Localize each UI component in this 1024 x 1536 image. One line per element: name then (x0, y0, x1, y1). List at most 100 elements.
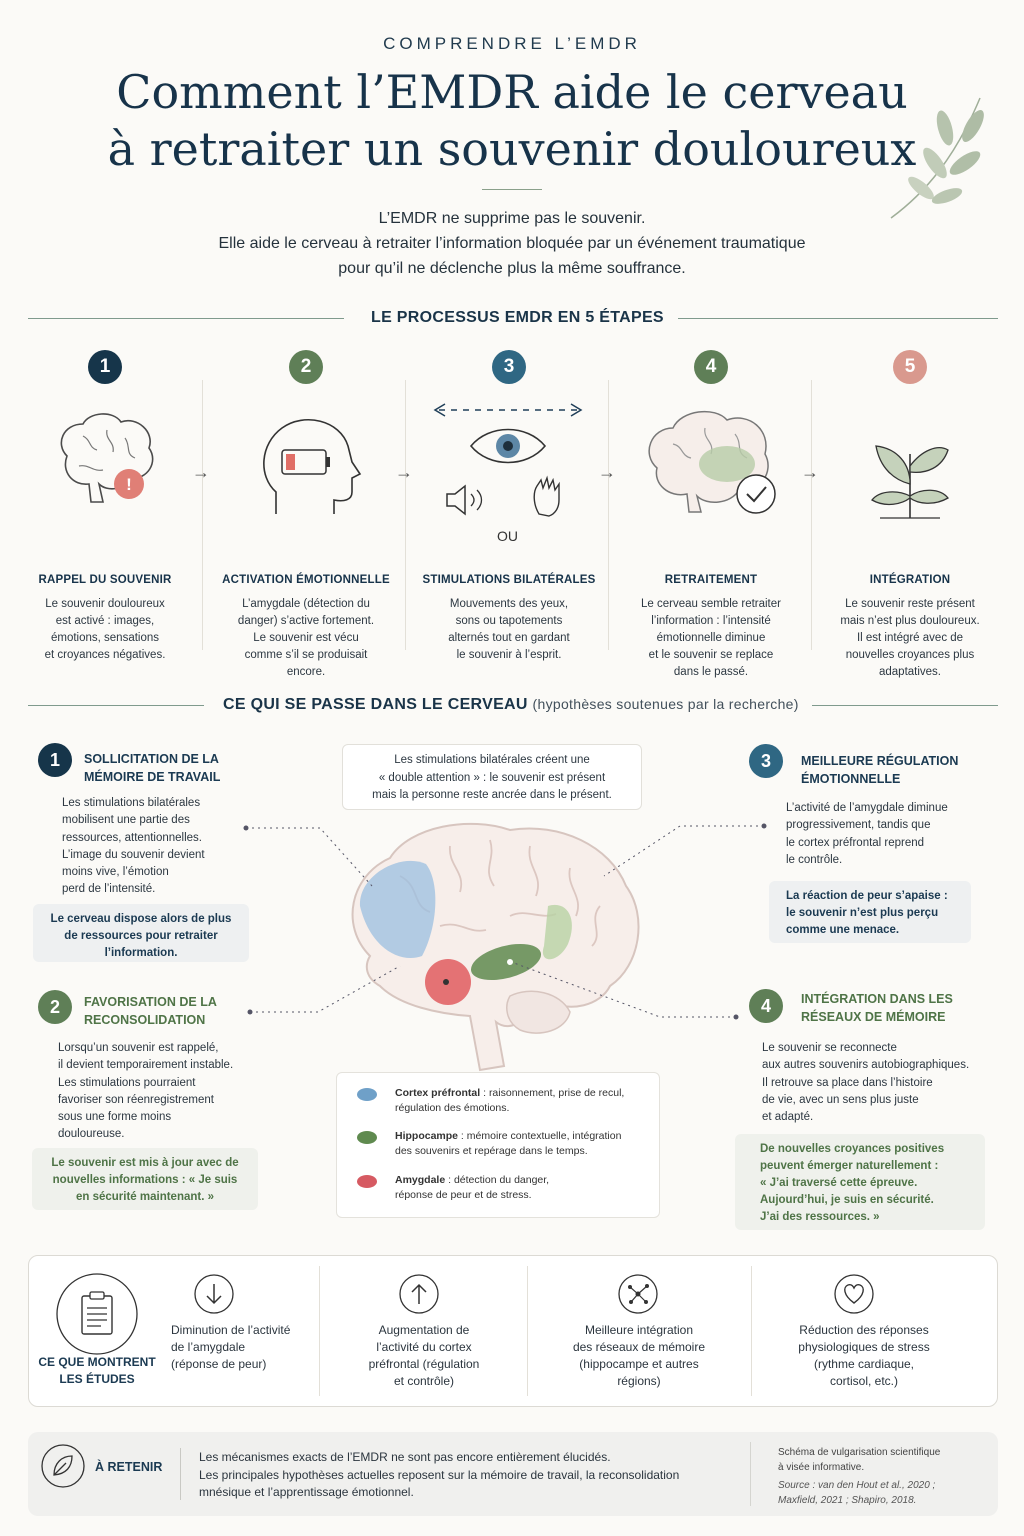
svg-text:!: ! (126, 475, 132, 494)
intro-line-2: Elle aide le cerveau à retraiter l’infor… (218, 235, 806, 252)
bilateral-stimulation-illustration (433, 403, 583, 517)
head-low-battery-icon (263, 419, 362, 514)
legend-item-hippocampus: Hippocampe : mémoire contextuelle, intég… (357, 1129, 647, 1159)
study-text: Meilleure intégration des réseaux de mém… (572, 1323, 706, 1388)
arrow-right-icon: → (598, 462, 616, 482)
step-number: 3 (492, 350, 526, 384)
section-line-left (28, 318, 344, 319)
heart-icon (834, 1274, 874, 1314)
step-title: ACTIVATION ÉMOTIONNELLE (222, 574, 390, 586)
process-step-5: 5 INTÉGRATION Le souvenir reste présent … (810, 350, 1010, 681)
step-number: 4 (694, 350, 728, 384)
card-number: 4 (749, 989, 783, 1023)
source-note: Schéma de vulgarisation scientifique à v… (778, 1447, 941, 1473)
legend-term: Cortex préfrontal (395, 1087, 481, 1099)
sprout-icon (871, 445, 949, 519)
step-divider (202, 380, 203, 650)
arrow-right-icon: → (801, 462, 819, 482)
card-text: Lorsqu’un souvenir est rappelé, il devie… (58, 1042, 234, 1141)
brain-alert-icon: ! (60, 413, 154, 503)
section-line-right (812, 705, 998, 706)
card-text: Le souvenir se reconnecte aux autres sou… (762, 1042, 970, 1124)
studies-divider (319, 1266, 320, 1396)
card-title-reconsolidation: FAVORISATION DE LA RECONSOLIDATION (84, 995, 217, 1027)
card-number: 2 (38, 990, 72, 1024)
brain-section-heading: CE QUI SE PASSE DANS LE CERVEAU (223, 696, 528, 713)
process-step-1: 1 ! RAPPEL DU SOUVENIR Le souvenir doulo… (5, 350, 205, 664)
studies-divider (527, 1266, 528, 1396)
process-step-2: 2 ACTIVATION ÉMOTIONNELLE L’amygdale (dé… (206, 350, 406, 681)
studies-panel: CE QUE MONTRENT LES ÉTUDES Diminution de… (28, 1255, 998, 1407)
study-text: Augmentation de l’activité du cortex pré… (368, 1323, 480, 1388)
legend-swatch (357, 1131, 377, 1144)
section-line-right (678, 318, 998, 319)
card-text: Les stimulations bilatérales mobilisent … (62, 797, 205, 896)
step-number: 5 (893, 350, 927, 384)
legend-desc: : mémoire contextuelle, intégration des … (395, 1130, 622, 1157)
process-step-3: 3 OU STIMULATIONS BILATÉRALES Mouvements… (409, 350, 609, 664)
legend-term: Hippocampe (395, 1130, 459, 1142)
or-label: OU (497, 528, 518, 544)
step-text: Le souvenir reste présent mais n’est plu… (840, 598, 980, 678)
source-reference: Source : van den Hout et al., 2020 ; Max… (778, 1480, 936, 1506)
clipboard-icon (56, 1273, 138, 1355)
studies-label: CE QUE MONTRENT LES ÉTUDES (38, 1355, 156, 1386)
retain-divider (180, 1448, 181, 1500)
card-title-emotional-regulation: MEILLEURE RÉGULATION ÉMOTIONNELLE (801, 754, 959, 786)
step-title: RAPPEL DU SOUVENIR (38, 574, 172, 586)
brain-illustration (351, 822, 640, 1072)
arrow-down-icon (194, 1274, 234, 1314)
study-text: Réduction des réponses physiologiques de… (798, 1323, 930, 1388)
card-title-working-memory: SOLLICITATION DE LA MÉMOIRE DE TRAVAIL (84, 752, 221, 784)
study-text: Diminution de l’activité de l’amygdale (… (171, 1323, 291, 1371)
step-text: Mouvements des yeux, sons ou tapotements… (448, 598, 570, 661)
step-text: L’amygdale (détection du danger) s’activ… (237, 598, 375, 678)
card-highlight-note: De nouvelles croyances positives peuvent… (735, 1134, 985, 1230)
step-number: 1 (88, 350, 122, 384)
process-step-4: 4 RETRAITEMENT Le cerveau semble retrait… (611, 350, 811, 681)
retain-divider (750, 1442, 751, 1506)
legend-desc: : raisonnement, prise de recul, régulati… (395, 1087, 625, 1114)
step-divider (405, 380, 406, 650)
study-finding-amygdala: Diminution de l’activité de l’amygdale (… (163, 1256, 313, 1371)
legend-item-prefrontal: Cortex préfrontal : raisonnement, prise … (357, 1086, 647, 1116)
arrow-right-icon: → (395, 462, 413, 482)
page-kicker: COMPRENDRE L’EMDR (383, 34, 641, 53)
retain-text: Les mécanismes exacts de l’EMDR ne sont … (199, 1450, 680, 1499)
step-text: Le souvenir douloureux est activé : imag… (44, 598, 166, 661)
study-finding-prefrontal: Augmentation de l’activité du cortex pré… (339, 1256, 509, 1388)
legend-swatch (357, 1175, 377, 1188)
card-highlight-note: Le cerveau dispose alors de plus de ress… (33, 904, 249, 962)
intro-line-3: pour qu’il ne déclenche plus la même sou… (338, 260, 686, 277)
card-highlight-note: Le souvenir est mis à jour avec de nouve… (32, 1148, 258, 1210)
step-title: RETRAITEMENT (664, 574, 758, 586)
intro-line-1: L’EMDR ne supprime pas le souvenir. (378, 210, 646, 227)
title-line-1: Comment l’EMDR aide le cerveau (116, 65, 908, 119)
card-text: L’activité de l’amygdale diminue progres… (786, 802, 948, 866)
section-line-left (28, 705, 204, 706)
leaf-branch-icon (890, 97, 984, 219)
intro-text: L’EMDR ne supprime pas le souvenir. Elle… (0, 206, 1024, 281)
step-title: STIMULATIONS BILATÉRALES (422, 574, 596, 586)
studies-divider (751, 1266, 752, 1396)
step-number: 2 (289, 350, 323, 384)
leaf-icon (41, 1444, 85, 1488)
legend-item-amygdala: Amygdale : détection du danger, réponse … (357, 1173, 647, 1203)
double-attention-note: Les stimulations bilatérales créent une … (342, 744, 642, 810)
brain-region-legend: Cortex préfrontal : raisonnement, prise … (336, 1072, 660, 1218)
step-divider (811, 380, 812, 650)
brain-section-title: CE QUI SE PASSE DANS LE CERVEAU (hypothè… (223, 696, 799, 714)
study-finding-stress: Réduction des réponses physiologiques de… (774, 1256, 954, 1388)
network-icon (618, 1274, 658, 1314)
arrow-up-icon (399, 1274, 439, 1314)
card-number: 3 (749, 744, 783, 778)
step-title: INTÉGRATION (869, 574, 951, 586)
brain-section-subtitle: (hypothèses soutenues par la recherche) (532, 696, 799, 712)
brain-check-icon (648, 410, 776, 514)
card-highlight-note: La réaction de peur s’apaise : le souven… (769, 881, 971, 943)
study-finding-memory-networks: Meilleure intégration des réseaux de mém… (549, 1256, 729, 1388)
legend-swatch (357, 1088, 377, 1101)
legend-term: Amygdale (395, 1174, 446, 1186)
title-line-2: à retraiter un souvenir douloureux (107, 122, 917, 176)
arrow-right-icon: → (192, 462, 210, 482)
